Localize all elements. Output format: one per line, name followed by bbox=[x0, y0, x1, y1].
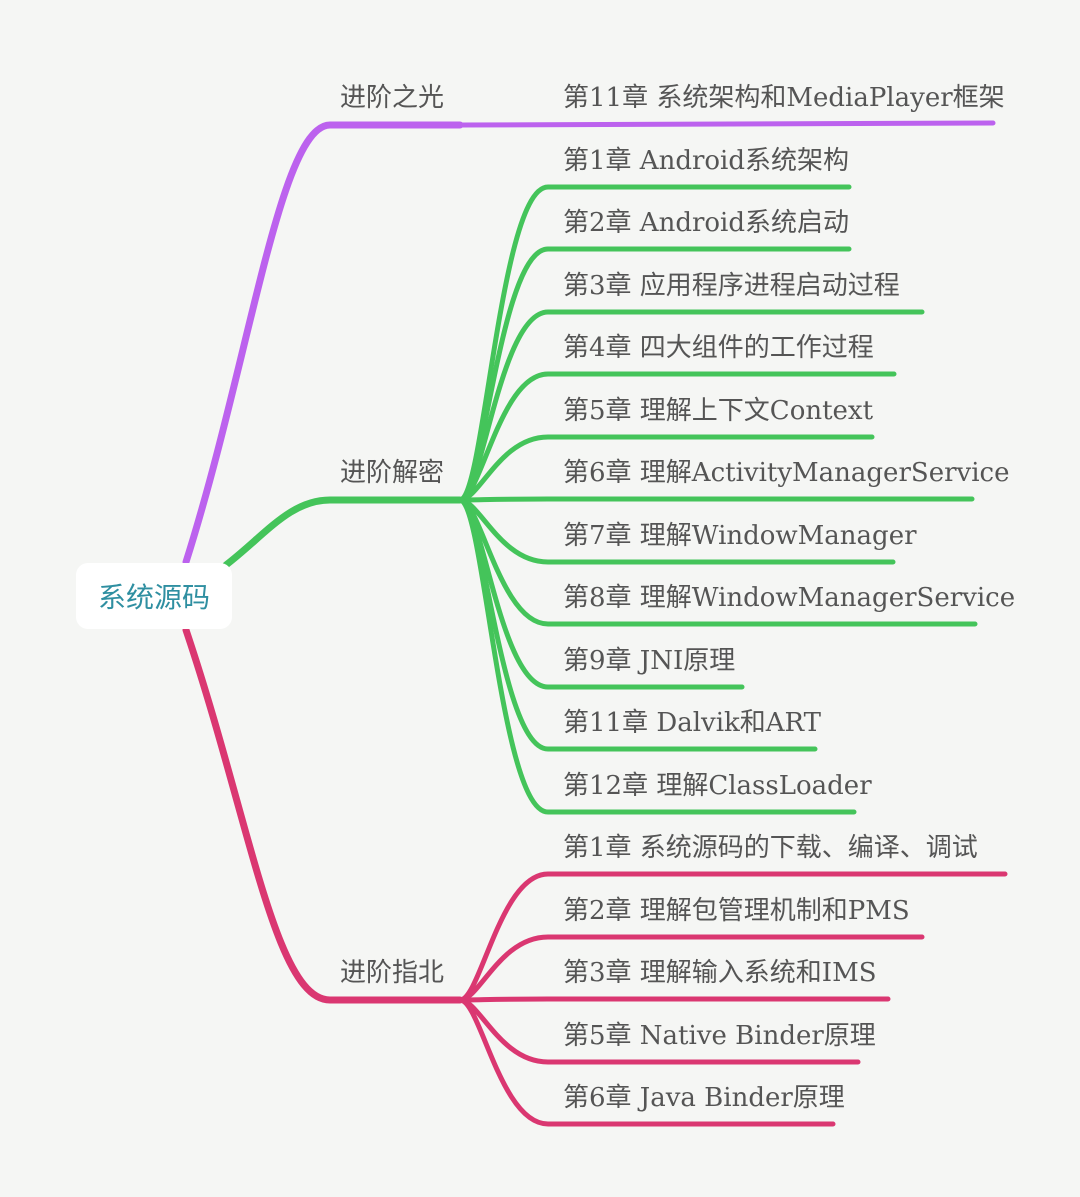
leaf-jiemi-ch7[interactable]: 第7章 理解WindowManager bbox=[563, 521, 917, 551]
root-node[interactable]: 系统源码 bbox=[76, 563, 232, 629]
connector-root-to-guang bbox=[182, 121, 464, 566]
connector-jiemi-leaf-5 bbox=[457, 496, 975, 503]
connector-guang-leaf-0 bbox=[457, 120, 996, 128]
connector-zhibei-leaf-1 bbox=[457, 934, 925, 1003]
leaf-jiemi-ch9[interactable]: 第9章 JNI原理 bbox=[563, 646, 736, 676]
leaf-jiemi-ch4[interactable]: 第4章 四大组件的工作过程 bbox=[563, 333, 874, 363]
leaf-jiemi-ch11[interactable]: 第11章 Dalvik和ART bbox=[563, 708, 822, 738]
leaf-jiemi-ch5[interactable]: 第5章 理解上下文Context bbox=[563, 396, 874, 426]
leaf-zhibei-ch2[interactable]: 第2章 理解包管理机制和PMS bbox=[563, 896, 910, 926]
branch-label-jinjie-jiemi[interactable]: 进阶解密 bbox=[340, 458, 445, 488]
leaf-jiemi-ch2[interactable]: 第2章 Android系统启动 bbox=[563, 208, 850, 238]
leaf-zhibei-ch1[interactable]: 第1章 系统源码的下载、编译、调试 bbox=[563, 833, 978, 863]
connector-zhibei-leaf-4 bbox=[457, 997, 836, 1127]
leaf-zhibei-ch6[interactable]: 第6章 Java Binder原理 bbox=[563, 1083, 845, 1113]
branch-label-jinjie-zhiguang[interactable]: 进阶之光 bbox=[340, 83, 445, 113]
connector-zhibei-leaf-2 bbox=[457, 996, 891, 1003]
leaf-jiemi-ch8[interactable]: 第8章 理解WindowManagerService bbox=[563, 583, 1016, 613]
branch-label-jinjie-zhibei[interactable]: 进阶指北 bbox=[340, 958, 445, 988]
leaf-jiemi-ch1[interactable]: 第1章 Android系统架构 bbox=[563, 146, 850, 176]
leaf-zhibei-ch5[interactable]: 第5章 Native Binder原理 bbox=[563, 1021, 876, 1051]
connector-jiemi-leaf-4 bbox=[457, 434, 875, 503]
leaf-zhibei-ch3[interactable]: 第3章 理解输入系统和IMS bbox=[563, 958, 877, 988]
leaf-jiemi-ch6[interactable]: 第6章 理解ActivityManagerService bbox=[563, 458, 1010, 488]
leaf-jiemi-ch12[interactable]: 第12章 理解ClassLoader bbox=[563, 771, 872, 801]
connector-root-to-jiemi bbox=[222, 496, 464, 569]
connector-jiemi-leaf-10 bbox=[457, 497, 857, 815]
leaf-guang-ch11[interactable]: 第11章 系统架构和MediaPlayer框架 bbox=[563, 83, 1005, 113]
leaf-jiemi-ch3[interactable]: 第3章 应用程序进程启动过程 bbox=[563, 271, 900, 301]
connector-root-to-zhibei bbox=[182, 626, 464, 1004]
